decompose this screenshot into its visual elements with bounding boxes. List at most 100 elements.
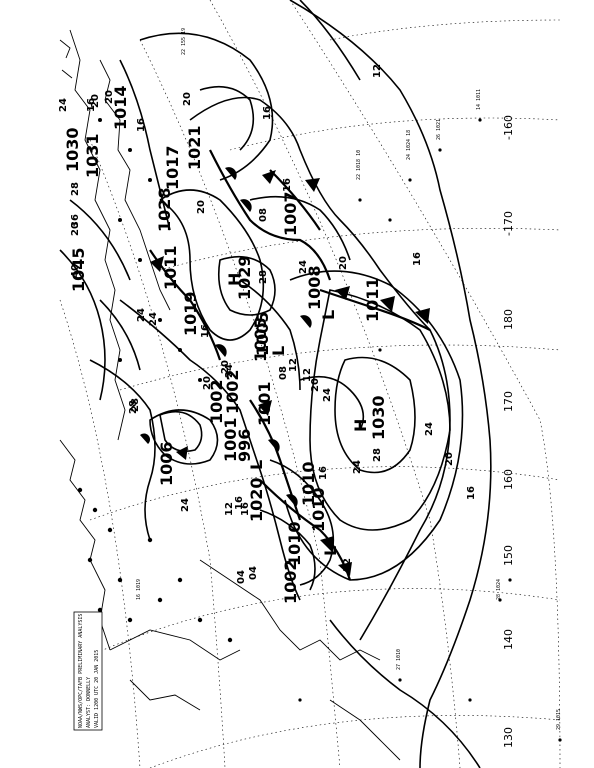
- isobar-label: 04: [236, 570, 247, 584]
- isobar-label: 28: [372, 448, 383, 462]
- isobar-label: 08: [258, 208, 269, 222]
- isobar-label: 24: [180, 498, 191, 512]
- isobar-label: 24: [148, 312, 159, 326]
- pressure-label: 1010: [299, 461, 318, 506]
- high-centre-value: 1030: [369, 395, 388, 440]
- low-5-letter: L: [247, 460, 266, 470]
- pressure-label: 1006: [157, 441, 176, 486]
- fronts: [149, 149, 431, 581]
- svg-text:14 1011: 14 1011: [476, 89, 482, 110]
- longitude-label: -160: [502, 115, 515, 140]
- svg-text:24 1024 18: 24 1024 18: [406, 130, 412, 160]
- isobar-label: 40: [70, 264, 81, 278]
- isobar-label: 28: [128, 400, 139, 414]
- station-numbers: 22 155 19 22 1018 10 24 1024 18 26 1021 …: [136, 28, 562, 730]
- pressure-centres: H 1030 H 1029 L 1011 1008 L 1005 L 1010 …: [207, 255, 388, 556]
- pressure-label: 1031: [83, 133, 102, 178]
- isobar-label: 12: [342, 558, 353, 572]
- isobar-label: 16: [86, 98, 97, 112]
- low-7-value: 1001: [255, 381, 274, 426]
- pressure-labels: 1030 1031 1045 1014 1017 1021 1028 1011 …: [63, 85, 318, 604]
- isobar-label: 12: [224, 502, 235, 516]
- isobar-label: 16: [200, 324, 211, 338]
- header-line-1: NOAA/NWS/OPC/TAFB PRELIMINARY ANALYSIS: [78, 614, 84, 728]
- isobar-label: 28: [70, 182, 81, 196]
- isobar-label: 20: [444, 452, 455, 466]
- isobar-label: 24: [136, 308, 147, 322]
- isobars: [59, 0, 492, 768]
- svg-text:29 1015: 29 1015: [556, 709, 562, 730]
- svg-text:27 1010: 27 1010: [396, 649, 402, 670]
- low-5-value: 1002: [207, 379, 226, 424]
- isobar-label: 16: [136, 118, 147, 132]
- pressure-label: 1017: [163, 145, 182, 190]
- pressure-label: 1002: [223, 369, 242, 414]
- isobar-label: 24: [298, 260, 309, 274]
- isobar-label: 20: [310, 378, 321, 392]
- isobar-label: 24: [424, 422, 435, 436]
- isobar-label: 20: [70, 222, 81, 236]
- longitude-label: 170: [502, 391, 515, 412]
- front-symbols: [140, 167, 430, 576]
- isobar-labels: 12 16 20 24 28 16 20 24 28 24 20 16 12 1…: [58, 64, 477, 584]
- isobar-label: 20: [104, 90, 115, 104]
- svg-text:28 1024: 28 1024: [496, 579, 502, 600]
- isobar-label: 16: [262, 106, 273, 120]
- isobar-label: 16: [282, 178, 293, 192]
- longitude-label: 160: [502, 469, 515, 490]
- svg-text:26 1021: 26 1021: [436, 119, 442, 140]
- pressure-label: 1021: [185, 125, 204, 170]
- isobar-label: 16: [412, 252, 423, 266]
- pressure-label: 1002: [281, 559, 300, 604]
- isobar-label: 16: [240, 502, 251, 516]
- isobar-label: 20: [338, 256, 349, 270]
- isobar-label: 04: [248, 566, 259, 580]
- low-3-value: 1005: [251, 317, 270, 362]
- pressure-label: 1030: [63, 127, 82, 172]
- isobar-label: 20: [202, 376, 213, 390]
- isobar-label: 20: [220, 360, 231, 374]
- pressure-label: 1028: [155, 187, 174, 232]
- low-2-value: 1008: [305, 265, 324, 310]
- isobar-label: 16: [318, 466, 329, 480]
- analysis-header: NOAA/NWS/OPC/TAFB PRELIMINARY ANALYSIS A…: [73, 611, 103, 731]
- isobar-label: 24: [224, 364, 235, 378]
- isobar-label: 20: [90, 94, 101, 108]
- low-1-letter: L: [319, 310, 338, 320]
- longitude-label: 140: [502, 629, 515, 650]
- pressure-label: 1001: [221, 417, 240, 462]
- header-line-2: ANALYST: DONNELLY: [86, 677, 92, 728]
- pressure-label: 1010: [285, 521, 304, 566]
- isobar-label: 16: [234, 496, 245, 510]
- isobar-label: 36: [70, 214, 81, 228]
- isobar-label: 24: [58, 98, 69, 112]
- svg-text:16 1019: 16 1019: [136, 579, 142, 600]
- station-plots: [77, 118, 562, 742]
- isobar-label: 24: [352, 460, 363, 474]
- pressure-label: 1020: [247, 477, 266, 522]
- svg-text:22 1018 10: 22 1018 10: [356, 150, 362, 180]
- header-line-3: VALID 1200 UTC 20 JAN 2015: [94, 650, 100, 728]
- isobar-label: 12: [302, 368, 313, 382]
- high-2-value: 1029: [235, 255, 254, 300]
- low-1-value: 1011: [363, 277, 382, 322]
- pressure-label: 1019: [181, 291, 200, 336]
- longitude-label: 130: [502, 727, 515, 748]
- high-centre-letter: H: [351, 419, 370, 432]
- isobar-label: 20: [196, 200, 207, 214]
- isobar-label: 12: [288, 358, 299, 372]
- isobar-label: 08: [278, 366, 289, 380]
- low-4-letter: L: [321, 546, 340, 556]
- high-2-letter: H: [225, 273, 244, 286]
- isobar-label: 20: [182, 92, 193, 106]
- low-4-value: 1010: [309, 487, 328, 532]
- longitude-labels: -160 -170 180 170 160 150 140 130: [502, 115, 515, 748]
- pressure-label: 1045: [69, 247, 88, 292]
- longitude-label: 180: [502, 309, 515, 330]
- pressure-label: 1011: [161, 245, 180, 290]
- coastlines: [59, 29, 401, 761]
- isobar-label: 24: [322, 388, 333, 402]
- low-6-value: 996: [235, 429, 254, 462]
- isobar-label: 28: [258, 270, 269, 284]
